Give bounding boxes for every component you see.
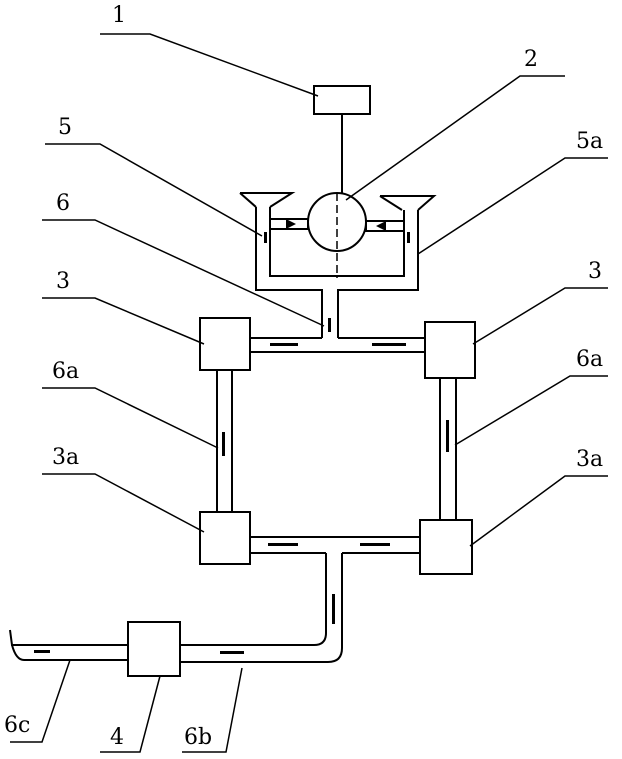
- top-left-flow-mark: [270, 343, 298, 346]
- label-6: 6: [56, 191, 70, 216]
- leader-line-6: [42, 219, 325, 327]
- label-2: 2: [524, 47, 538, 72]
- component-3-right: [424, 321, 476, 379]
- manifold-inner: [269, 245, 405, 277]
- label-6b: 6b: [184, 725, 212, 750]
- leader-line-2: [345, 75, 565, 201]
- label-6c: 6c: [4, 713, 30, 738]
- outlet-pipe-upper: [9, 629, 128, 646]
- label-3a-left: 3a: [52, 445, 79, 470]
- right-inlet-arrow: [376, 221, 386, 231]
- drain-horizontal-flow-mark: [220, 651, 244, 654]
- top-right-flow-mark: [372, 343, 406, 346]
- right-inlet-pipe: [365, 220, 405, 232]
- label-6a-right: 6a: [576, 347, 603, 372]
- manifold-outer-right: [337, 246, 419, 338]
- label-3-left: 3: [56, 269, 70, 294]
- component-3a-left: [199, 511, 251, 565]
- left-inlet-pipe: [269, 218, 309, 230]
- right-funnel-top: [380, 195, 437, 211]
- leader-line-6c: [10, 659, 71, 743]
- leader-line-3-right: [472, 287, 608, 345]
- right-vertical-flow-mark: [446, 420, 449, 452]
- component-1-box: [313, 85, 371, 115]
- leader-line-3a-left: [42, 473, 205, 533]
- right-flow-mark: [407, 232, 410, 243]
- label-5: 5: [58, 115, 72, 140]
- left-inlet-arrow: [286, 219, 296, 229]
- leader-line-3a-right: [469, 475, 608, 547]
- bottom-right-flow-mark: [360, 543, 390, 546]
- label-3a-right: 3a: [576, 447, 603, 472]
- manifold-outer-left: [255, 245, 323, 338]
- leader-line-3-left: [42, 297, 205, 345]
- drain-vertical-flow-mark: [332, 594, 335, 624]
- leader-line-1: [100, 33, 319, 97]
- label-6a-left: 6a: [52, 359, 79, 384]
- left-flow-mark: [264, 232, 267, 243]
- label-4: 4: [110, 725, 124, 750]
- leader-line-6a-left: [42, 387, 219, 449]
- label-5a: 5a: [576, 129, 603, 154]
- label-3-right: 3: [588, 259, 602, 284]
- leader-line-4: [100, 675, 161, 753]
- component-3-left: [199, 317, 251, 371]
- drain-pipe-inner: [180, 553, 327, 646]
- left-funnel-top: [240, 192, 296, 208]
- outlet-flow-mark: [34, 650, 50, 653]
- left-vertical-flow-mark: [222, 432, 225, 456]
- outlet-pipe-lower: [11, 644, 128, 661]
- left-funnel-side: [239, 192, 257, 208]
- leader-line-6b: [182, 667, 243, 753]
- component-3a-right: [419, 519, 473, 575]
- bottom-left-flow-mark: [268, 543, 298, 546]
- right-funnel-side: [379, 195, 403, 211]
- component-4-box: [127, 621, 181, 677]
- leader-line-5: [45, 143, 263, 237]
- down-flow-mark-6: [328, 318, 331, 332]
- leader-line-6a-right: [454, 375, 608, 446]
- drain-pipe-outer: [180, 553, 343, 663]
- leader-line-5a: [417, 157, 608, 255]
- label-1: 1: [112, 3, 126, 28]
